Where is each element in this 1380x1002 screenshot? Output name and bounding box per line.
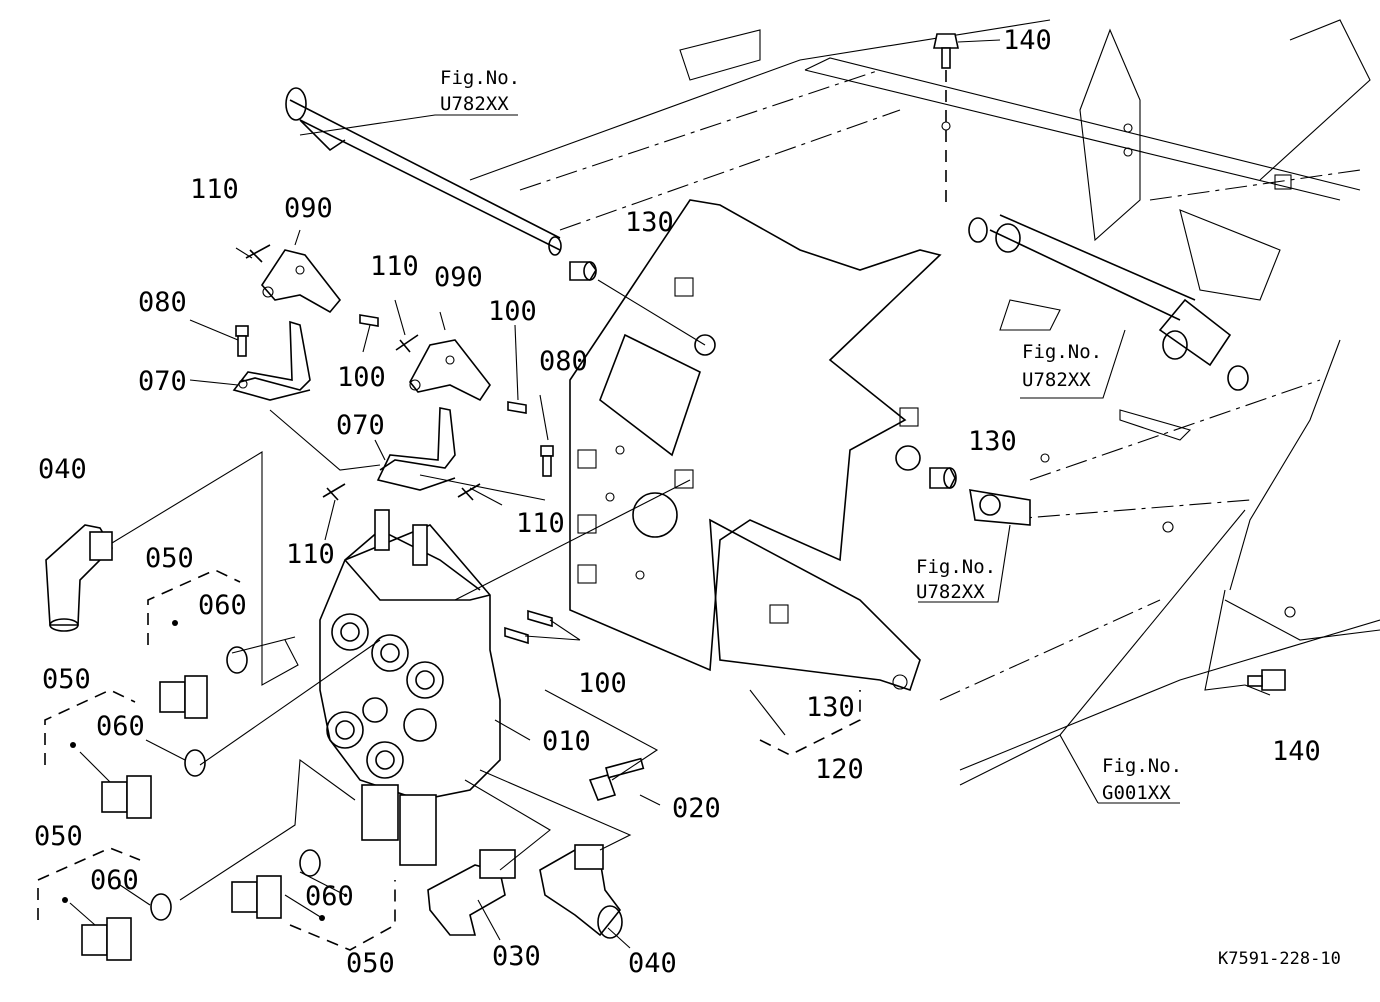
right-lever-rod bbox=[968, 214, 1249, 391]
fig-label: Fig.No. bbox=[916, 556, 996, 578]
callout-010: 010 bbox=[542, 726, 591, 757]
callout-080: 080 bbox=[539, 346, 588, 377]
callout-140: 140 bbox=[1272, 736, 1321, 767]
adapter-050-3 bbox=[62, 897, 132, 961]
callout-110: 110 bbox=[190, 174, 239, 205]
collars bbox=[569, 261, 1031, 526]
bracket-070-left bbox=[232, 320, 311, 401]
callout-040: 040 bbox=[38, 454, 87, 485]
callout-050: 050 bbox=[42, 664, 91, 695]
callout-130: 130 bbox=[806, 692, 855, 723]
bolts-080 bbox=[235, 325, 554, 477]
fig-ref-u782xx: U782XX bbox=[1022, 369, 1091, 391]
elbow-fitting-040-left bbox=[45, 524, 114, 632]
callout-050: 050 bbox=[145, 543, 194, 574]
callout-030: 030 bbox=[492, 941, 541, 972]
callout-070: 070 bbox=[138, 366, 187, 397]
adapter-050-1 bbox=[159, 620, 208, 719]
adapter-050-4 bbox=[231, 875, 325, 921]
fig-ref-u782xx: U782XX bbox=[440, 93, 509, 115]
adapter-050-2 bbox=[70, 742, 152, 819]
callout-130: 130 bbox=[968, 426, 1017, 457]
callout-060: 060 bbox=[305, 881, 354, 912]
elbow-fitting-040-right bbox=[539, 844, 623, 939]
diagram-code: K7591-228-10 bbox=[1218, 949, 1341, 969]
bolt-140-top bbox=[933, 33, 959, 210]
bracket-070-right bbox=[376, 407, 456, 491]
callout-110: 110 bbox=[516, 508, 565, 539]
callout-labels: 140 140 130 130 130 120 110 110 110 110 … bbox=[34, 25, 1321, 979]
callout-100: 100 bbox=[578, 668, 627, 699]
fig-ref-g001xx: G001XX bbox=[1102, 782, 1171, 804]
callout-140: 140 bbox=[1003, 25, 1052, 56]
o-rings-060 bbox=[150, 646, 321, 921]
arm-090-left bbox=[260, 249, 342, 314]
pins-100 bbox=[359, 314, 553, 645]
callout-110: 110 bbox=[286, 539, 335, 570]
figure-references: Fig.No. U782XX Fig.No. U782XX Fig.No. U7… bbox=[440, 67, 1182, 804]
callout-020: 020 bbox=[672, 793, 721, 824]
callout-110: 110 bbox=[370, 251, 419, 282]
lever-rod bbox=[285, 87, 562, 256]
callout-070: 070 bbox=[336, 410, 385, 441]
group-brackets bbox=[37, 569, 861, 951]
fig-ref-u782xx: U782XX bbox=[916, 581, 985, 603]
callout-050: 050 bbox=[346, 948, 395, 979]
control-valve-010 bbox=[319, 509, 501, 866]
frame-structure bbox=[469, 19, 1380, 771]
callout-060: 060 bbox=[96, 711, 145, 742]
fig-label: Fig.No. bbox=[1102, 755, 1182, 777]
fig-label: Fig.No. bbox=[440, 67, 520, 89]
mounting-plate bbox=[569, 199, 942, 692]
arm-090-right bbox=[409, 339, 491, 402]
elbow-fitting-030 bbox=[427, 849, 516, 936]
callout-050: 050 bbox=[34, 821, 83, 852]
bolt-020 bbox=[588, 757, 645, 801]
callout-090: 090 bbox=[284, 193, 333, 224]
callout-100: 100 bbox=[337, 362, 386, 393]
callout-080: 080 bbox=[138, 287, 187, 318]
callout-100: 100 bbox=[488, 296, 537, 327]
bolt-140-right bbox=[1247, 669, 1286, 691]
fig-label: Fig.No. bbox=[1022, 341, 1102, 363]
callout-060: 060 bbox=[90, 865, 139, 896]
callout-060: 060 bbox=[198, 590, 247, 621]
callout-040: 040 bbox=[628, 948, 677, 979]
callout-120: 120 bbox=[815, 754, 864, 785]
leader-lines bbox=[69, 39, 1271, 949]
callout-130: 130 bbox=[625, 207, 674, 238]
clips-110 bbox=[245, 244, 481, 501]
callout-090: 090 bbox=[434, 262, 483, 293]
